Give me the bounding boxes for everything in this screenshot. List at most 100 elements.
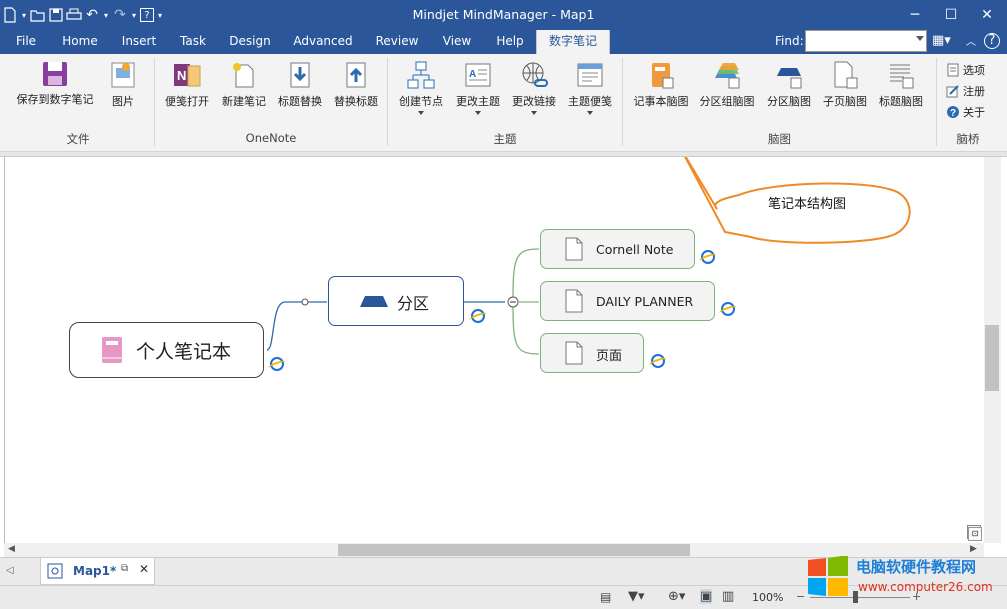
help-circle-icon[interactable]: ? [984,33,1000,49]
scroll-right-arrow-icon[interactable]: ▶ [970,544,977,554]
tab-review[interactable]: Review [375,34,419,48]
group-label-onenote: OneNote [245,131,297,145]
find-input[interactable] [805,30,927,52]
vertical-scroll-thumb[interactable] [985,325,999,391]
close-tab-icon[interactable]: ✕ [139,562,150,576]
redo-dropdown-icon[interactable]: ▾ [131,10,136,20]
title-bar: ▾ ↶ ▾ ↷ ▾ ? ▾ Mindjet MindManager - Map1… [0,0,1007,30]
minimize-button[interactable]: ─ [910,7,920,23]
ribbon-collapse-icon[interactable]: ︿ [966,37,976,48]
page-topic-label: 页面 [596,349,623,364]
change-link-dropdown-icon [531,111,537,115]
ie-link-icon[interactable] [270,357,284,371]
watermark-title: 电脑软硬件教程网 [856,558,977,576]
group-separator [936,58,937,146]
create-node-label: 创建节点 [399,95,443,108]
watermark: 电脑软硬件教程网 www.computer26.com [806,552,1002,604]
tab-task[interactable]: Task [180,34,206,48]
section-topic[interactable]: 分区 [328,276,464,326]
subpage-map-label: 子页脑图 [823,95,867,108]
help-icon[interactable]: ? [140,8,154,22]
callout-text: 笔记本结构图 [768,197,847,212]
group-label-bridge: 脑桥 [956,132,980,146]
open-note-label: 便笺打开 [165,95,209,108]
about-icon: ? [947,106,959,119]
register-label: 注册 [963,85,985,98]
focus-icon[interactable]: ⊕▾ [668,589,686,604]
options-label: 选项 [963,64,985,77]
create-node-button[interactable]: 创建节点 [394,60,448,120]
new-icon[interactable] [2,5,18,25]
title-map-button[interactable]: 标题脑图 [874,60,928,120]
zoom-out-icon[interactable]: − [796,590,806,603]
tab-advanced[interactable]: Advanced [293,34,353,48]
filter-icon[interactable]: ▼▾ [628,589,645,604]
notebook-icon [652,63,674,89]
map-view-icon[interactable]: ▣ [700,589,713,604]
tab-file[interactable]: File [15,34,37,48]
tab-help[interactable]: Help [496,34,524,48]
save-icon[interactable] [48,5,64,25]
doc-tab-map1[interactable]: Map1* ⧉ ✕ [40,558,155,585]
zoom-in-icon[interactable]: + [912,590,922,603]
tab-home[interactable]: Home [62,34,98,48]
close-button[interactable]: ✕ [981,7,993,23]
svg-text:?: ? [950,108,956,119]
layout-icon[interactable]: ▦▾ [932,33,951,48]
ie-link-icon[interactable] [721,302,735,316]
tab-design[interactable]: Design [229,34,271,48]
section-map-button[interactable]: 分区脑图 [762,60,816,120]
section-group-icon [715,63,740,89]
ie-link-icon[interactable] [651,354,665,368]
page-topic-daily-planner[interactable]: DAILY PLANNER [540,281,715,321]
tab-insert[interactable]: Insert [121,34,157,48]
central-topic[interactable]: 个人笔记本 [69,322,264,378]
replace-title-button[interactable]: 替换标题 [330,60,382,120]
change-link-button[interactable]: 更改链接 [508,60,560,120]
qat-customize-icon[interactable]: ▾ [157,10,162,20]
tab-scroll-left-icon[interactable]: ◁ [6,565,14,576]
change-topic-button[interactable]: A 更改主题 [452,60,504,120]
undo-dropdown-icon[interactable]: ▾ [103,10,108,20]
open-icon[interactable] [30,5,46,25]
change-topic-icon: A [465,63,491,87]
title-replace-button[interactable]: 标题替换 [274,60,326,120]
outline-view-icon[interactable]: ▥ [722,589,735,604]
restore-button[interactable]: ☐ [944,7,958,23]
picture-button[interactable]: 图片 [104,60,142,120]
tab-digital-notes[interactable]: 数字笔记 [536,30,610,54]
about-label: 关于 [963,106,985,119]
corner-resize-icon[interactable]: ⊡ [968,527,982,541]
subpage-map-button[interactable]: 子页脑图 [820,60,870,120]
redo-icon[interactable]: ↷ [114,7,126,23]
zoom-slider-thumb[interactable] [853,591,858,603]
section-group-map-button[interactable]: 分区组脑图 [696,60,758,120]
zoom-slider[interactable] [810,597,910,598]
notebook-map-button[interactable]: 记事本脑图 [630,60,692,120]
layout-view-icon[interactable]: ▤ [600,590,612,604]
open-note-button[interactable]: N 便笺打开 [160,60,214,120]
ie-link-icon[interactable] [701,250,715,264]
topic-note-button[interactable]: 主题便笺 [564,60,616,120]
quick-access-toolbar: ▾ ↶ ▾ ↷ ▾ ? ▾ [2,4,164,26]
register-icon [946,85,959,98]
undo-icon[interactable]: ↶ [86,7,98,23]
scroll-left-arrow-icon[interactable]: ◀ [8,544,15,554]
about-button[interactable]: ? 关于 [946,104,985,120]
find-dropdown-icon[interactable] [916,36,924,41]
tab-view[interactable]: View [442,34,472,48]
options-button[interactable]: 选项 [946,62,985,78]
save-to-notes-button[interactable]: 保存到数字笔记 [10,60,100,120]
new-note-button[interactable]: 新建笔记 [218,60,270,120]
float-tab-icon[interactable]: ⧉ [121,563,129,574]
page-topic-page[interactable]: 页面 [540,333,644,373]
register-button[interactable]: 注册 [946,83,985,99]
section-topic-label: 分区 [397,294,430,313]
ie-link-icon[interactable] [471,309,485,323]
map-canvas[interactable]: 个人笔记本 分区 Cornell Note DAILY PLANNER 页面 [4,157,984,543]
new-dropdown-arrow-icon[interactable]: ▾ [21,10,26,20]
horizontal-scroll-thumb[interactable] [338,544,690,556]
page-topic-cornell-note[interactable]: Cornell Note [540,229,695,269]
print-icon[interactable] [66,5,82,25]
